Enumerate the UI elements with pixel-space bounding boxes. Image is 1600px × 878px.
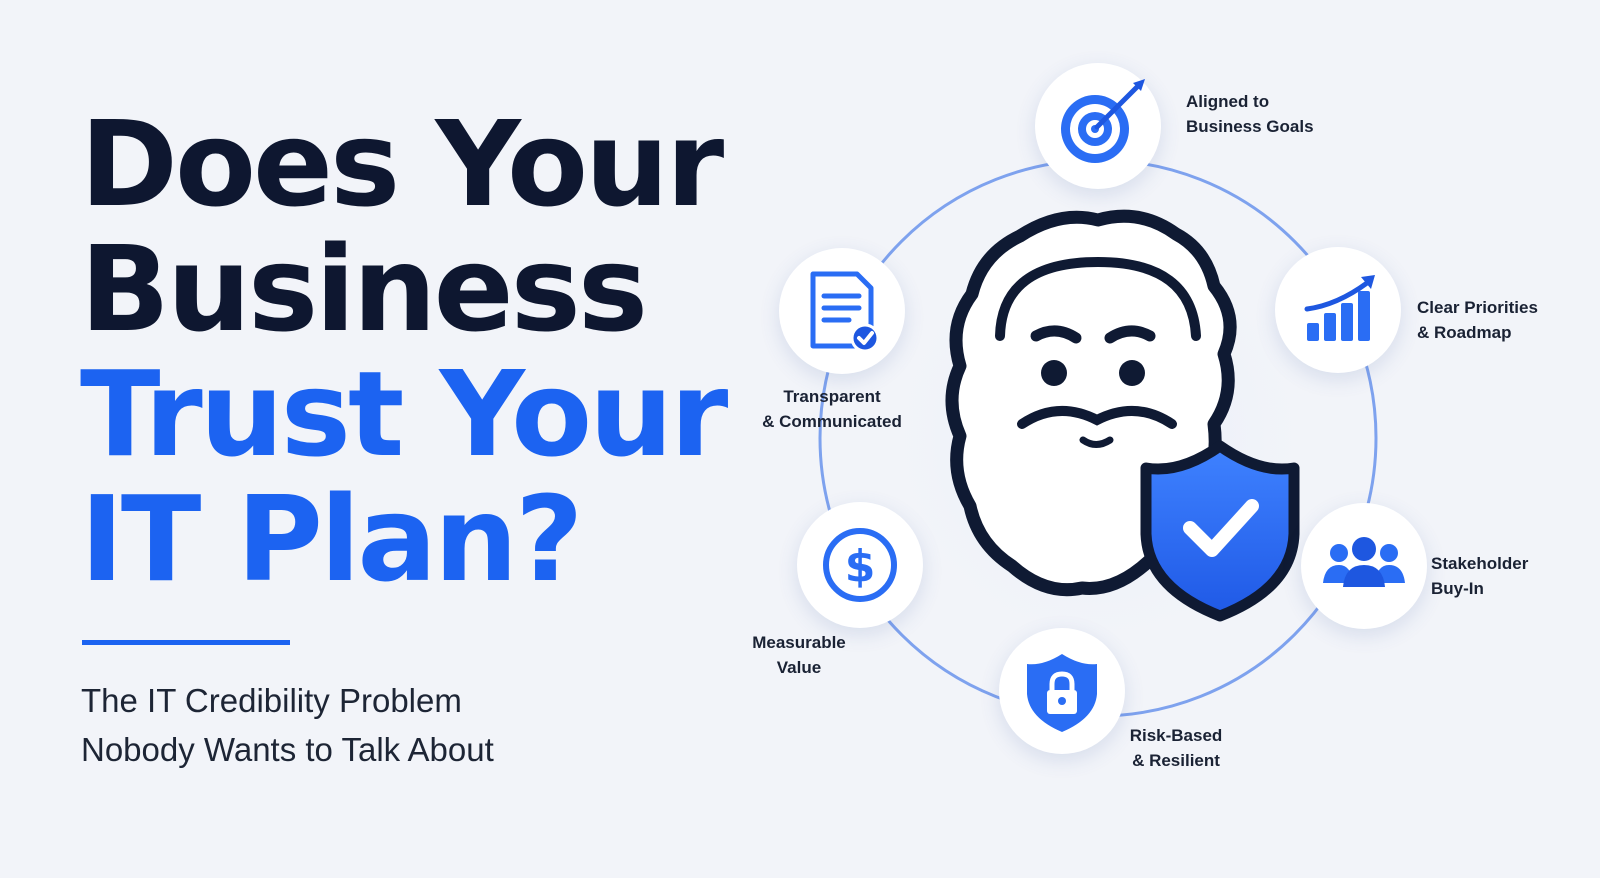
headline-line-2: Business — [80, 220, 648, 358]
svg-text:$: $ — [845, 541, 876, 592]
document-check-icon — [810, 271, 880, 353]
headline-line-1: Does Your — [80, 95, 724, 233]
people-node — [1301, 503, 1427, 629]
pillar-label-buyin: Stakeholder Buy-In — [1431, 554, 1529, 598]
lock-shield-icon — [1027, 654, 1097, 732]
headline-line-3: Trust Your — [80, 345, 728, 483]
shield-check-icon — [1140, 440, 1300, 622]
pillar-label-priorities: Clear Priorities & Roadmap — [1417, 298, 1538, 342]
headline: Does Your Business Trust Your IT Plan? — [80, 95, 728, 608]
pillar-label-risk: Risk-Based & Resilient — [1129, 726, 1223, 770]
pillar-label-transparent: Transparent & Communicated — [762, 387, 902, 431]
dollar-node: $ — [797, 502, 923, 628]
accent-divider — [82, 640, 290, 645]
lock-node — [999, 628, 1125, 754]
people-group-icon — [1323, 537, 1405, 587]
target-icon — [1061, 79, 1145, 163]
pillar-label-aligned: Aligned to Business Goals — [1186, 92, 1314, 136]
dollar-coin-icon: $ — [823, 528, 897, 602]
headline-line-4: IT Plan? — [80, 470, 584, 608]
target-node — [1035, 63, 1161, 189]
rising-chart-icon — [1304, 275, 1375, 341]
subtitle-line-2: Nobody Wants to Talk About — [81, 731, 494, 768]
subtitle-line-1: The IT Credibility Problem — [81, 682, 462, 719]
pillar-label-value: Measurable Value — [752, 633, 846, 677]
subtitle: The IT Credibility Problem Nobody Wants … — [81, 676, 494, 774]
document-node — [779, 248, 905, 374]
chart-node — [1275, 247, 1401, 373]
